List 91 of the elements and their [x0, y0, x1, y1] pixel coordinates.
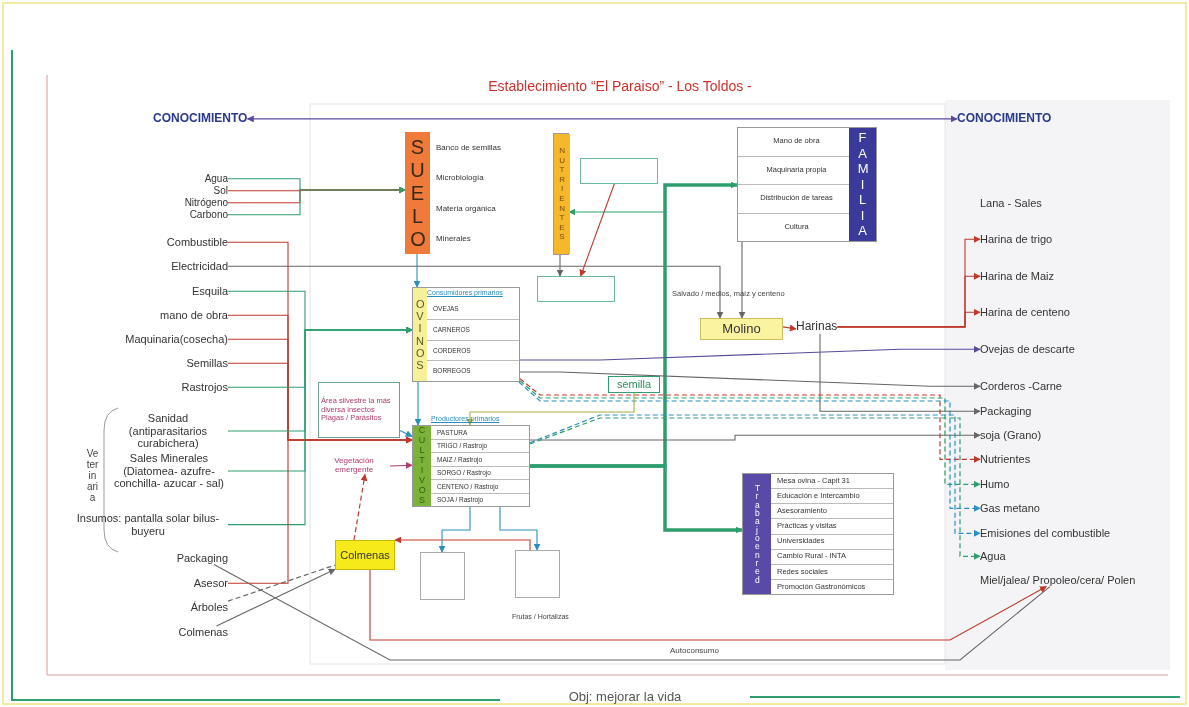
vertical-title: FAMILIA — [849, 128, 876, 241]
arrow — [353, 473, 368, 541]
node-label: Sol — [213, 185, 228, 197]
arrow — [530, 464, 743, 534]
node-label: Sanidad (antiparasitarios curabichera) — [108, 412, 228, 450]
arrow — [579, 183, 615, 277]
node-label: Nutrientes — [980, 453, 1031, 466]
node-label: CONOCIMIENTO — [957, 112, 1052, 126]
arrow — [518, 381, 981, 512]
component-panel — [412, 287, 520, 382]
node-label: Carbono — [189, 209, 228, 221]
node-label: Colmenas — [178, 626, 228, 639]
node-label: CONOCIMIENTO — [153, 112, 248, 126]
node-label: Nitrógeno — [184, 197, 228, 209]
node-label: Asesor — [193, 577, 228, 590]
node-label: soja (Grano) — [980, 429, 1042, 442]
node-label: Rastrojos — [181, 381, 228, 394]
node-label: Agua — [204, 173, 228, 185]
vertical-title: SUELO — [405, 132, 430, 254]
arrow — [519, 371, 981, 390]
node-label: Miel/jalea/ Propoleo/cera/ Polen — [980, 574, 1136, 587]
item-label: Materia orgánica — [436, 203, 496, 213]
arrow — [519, 345, 981, 361]
arrow — [389, 461, 413, 469]
node-label: Packaging — [176, 552, 228, 565]
arrow — [466, 392, 635, 426]
vertical-title: Trabajo en red — [743, 474, 771, 594]
node-label: Árboles — [190, 601, 228, 614]
item-label: Banco de semillas — [436, 142, 501, 152]
vertical-title: NUTRIENTES — [554, 134, 570, 254]
node-label: Harina de Maiz — [980, 270, 1054, 283]
component-panel — [742, 473, 894, 595]
node-label: Corderos -Carne — [980, 380, 1062, 393]
arrow — [499, 506, 541, 551]
node-label: Emisiones del combustible — [980, 527, 1111, 540]
arrow — [227, 326, 413, 526]
arrow — [394, 536, 531, 551]
node-label: Combustible — [166, 236, 228, 249]
arrow — [529, 414, 981, 537]
arrow — [399, 429, 413, 438]
arrow — [556, 254, 564, 277]
arrow — [738, 241, 746, 319]
empty-box — [537, 276, 615, 302]
arrow — [413, 253, 421, 288]
empty-box — [515, 550, 560, 598]
node-label: mano de obra — [160, 309, 228, 322]
node-label: Agua — [980, 550, 1006, 563]
item-label: Microbiología — [436, 173, 484, 183]
node-label: Packaging — [980, 405, 1032, 418]
empty-box — [580, 158, 658, 184]
node-label: Vegetación emergente — [318, 456, 390, 475]
arrow — [519, 380, 981, 488]
item-label: Minerales — [436, 234, 471, 244]
arrow — [529, 417, 981, 560]
component-panel — [737, 127, 877, 242]
process-box: Molino — [700, 318, 783, 340]
node-label: Insumos: pantalla solar bilus- buyeru — [68, 512, 228, 538]
arrow — [782, 324, 797, 332]
node-label: Ovejas de descarte — [980, 343, 1075, 356]
node-label: Esquila — [191, 285, 228, 298]
diagram-title: Establecimiento “El Paraiso” - Los Toldos - — [487, 78, 753, 94]
node-label: Lana - Sales — [980, 197, 1042, 210]
arrow — [246, 115, 958, 123]
connector-line — [213, 564, 1051, 661]
arrow — [414, 381, 422, 426]
node-label: Gas metano — [980, 502, 1040, 515]
node-label: Electricidad — [171, 260, 228, 273]
empty-box — [420, 552, 465, 600]
vertical-title: OVINOS — [413, 288, 427, 381]
text-label: Autoconsumo — [670, 646, 719, 655]
node-label: Harinas — [796, 320, 838, 334]
node-label: Humo — [980, 478, 1010, 491]
arrow — [369, 569, 1047, 641]
node-label: Semillas — [186, 357, 228, 370]
arrow — [836, 308, 981, 328]
text-label: Veterinaria — [86, 448, 99, 503]
node-label: Harina de trigo — [980, 233, 1053, 246]
process-box: semilla — [608, 376, 660, 393]
arrow — [227, 436, 413, 584]
arrow — [227, 186, 406, 216]
node-label: Maquinaria(cosecha) — [125, 333, 228, 346]
arrow — [819, 333, 981, 415]
arrow — [438, 506, 471, 553]
arrow — [519, 378, 981, 463]
arrow — [529, 431, 981, 441]
arrow — [215, 568, 336, 627]
process-box: Colmenas — [335, 540, 395, 570]
arrow — [227, 265, 724, 319]
node-label: Sales Minerales (Diatomea- azufre- conchilla- azucar - sal) — [110, 452, 228, 490]
caption: Obj: mejorar la vida — [567, 689, 683, 704]
node-label: Harina de centeno — [980, 306, 1070, 319]
